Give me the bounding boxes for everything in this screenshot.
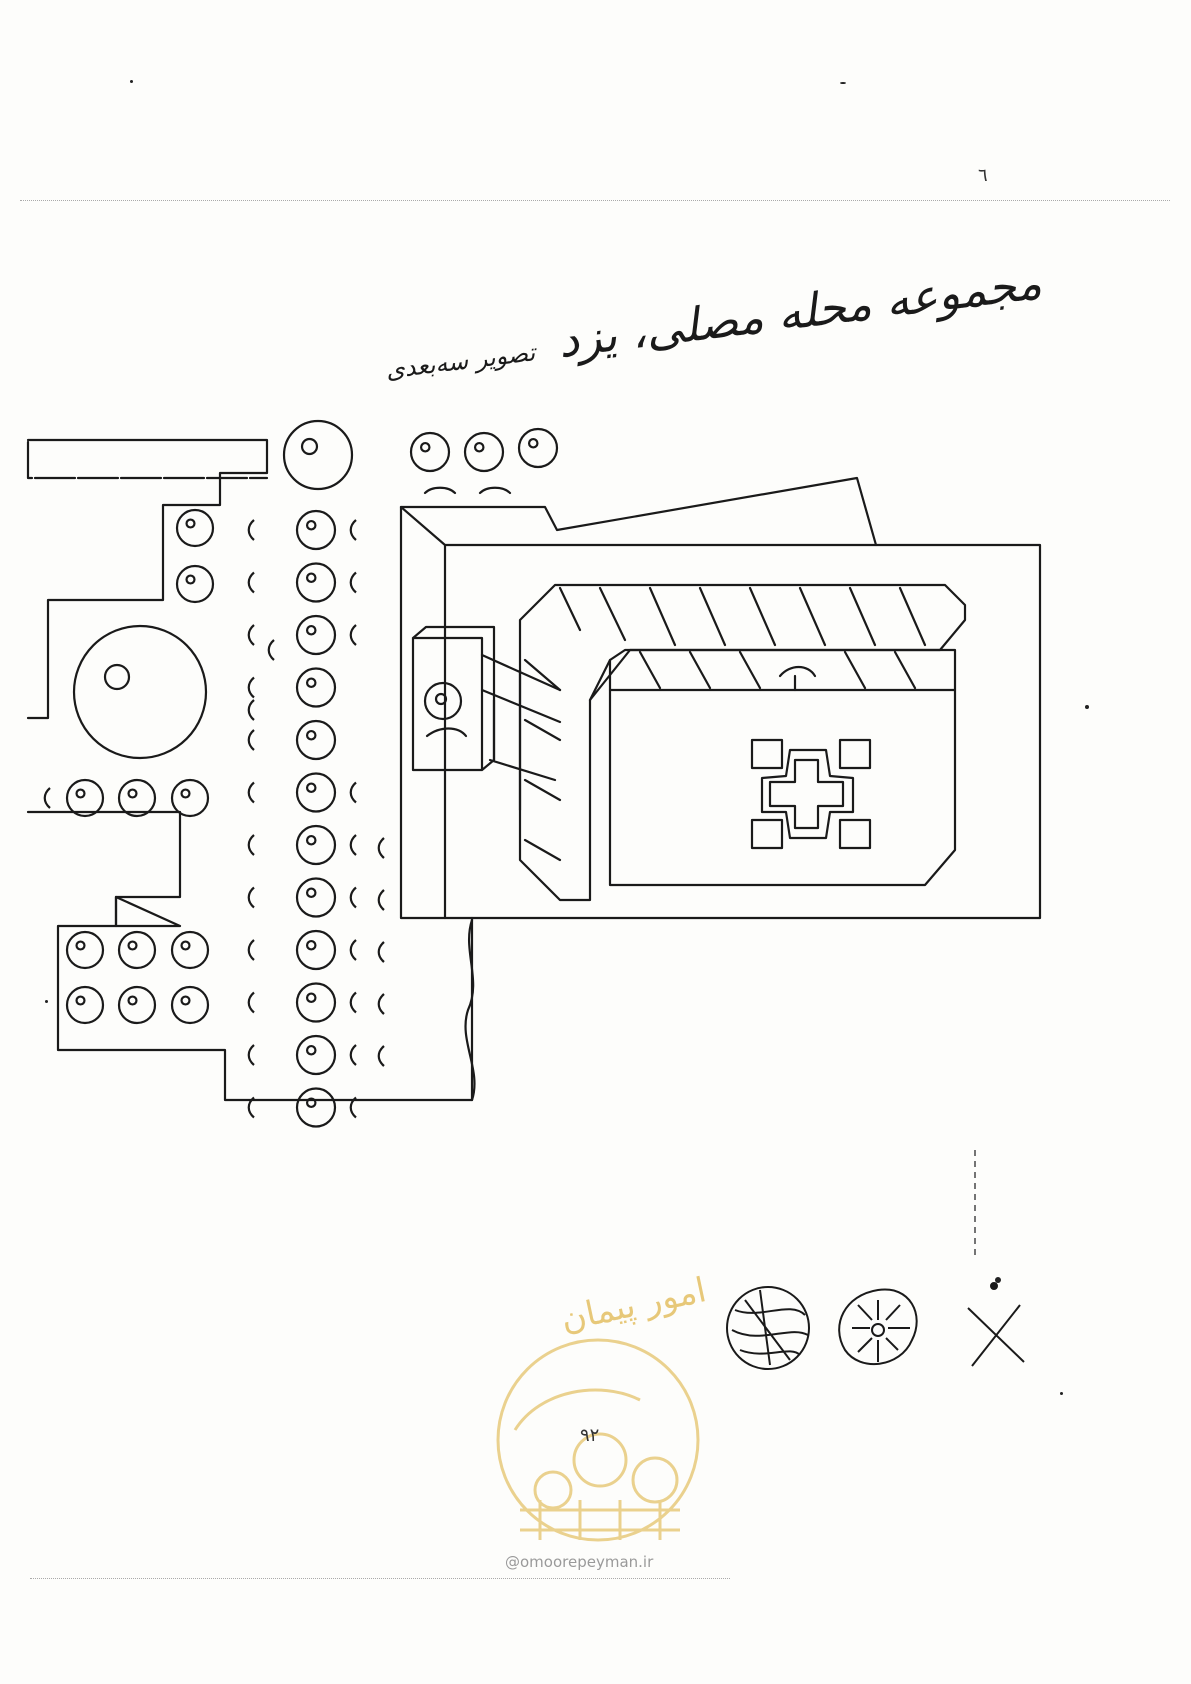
tree-section-icon bbox=[726, 1286, 810, 1370]
tree-symbol bbox=[117, 930, 157, 970]
tree-canopy-arc bbox=[247, 834, 255, 856]
tree-canopy-arc bbox=[377, 837, 385, 859]
gate-circle-inner bbox=[434, 692, 448, 706]
tree-canopy-arc bbox=[377, 993, 385, 1015]
tree-canopy-arc bbox=[247, 519, 255, 541]
courtyard-cross bbox=[768, 758, 845, 830]
watermark-seal bbox=[496, 1338, 700, 1542]
tree-canopy-arc bbox=[247, 886, 255, 909]
tree-symbol bbox=[65, 930, 105, 970]
tree-symbol bbox=[295, 614, 337, 656]
gate-arch bbox=[425, 727, 468, 738]
tree-canopy-arc bbox=[349, 1096, 357, 1119]
tree-symbol bbox=[65, 985, 105, 1025]
scan-speck bbox=[130, 80, 133, 83]
tree-symbol bbox=[409, 431, 451, 473]
watermark-url: @omoorepeyman.ir bbox=[505, 1553, 654, 1571]
outer-arcade bbox=[518, 583, 967, 902]
tree-canopy-arc bbox=[247, 1096, 255, 1119]
tree-canopy-arc bbox=[247, 781, 255, 804]
tree-symbol bbox=[117, 985, 157, 1025]
plan-strip-top-edge bbox=[26, 440, 269, 480]
plan-block-hatch bbox=[114, 895, 182, 928]
tree-symbol bbox=[65, 778, 105, 818]
outer-arcade-side bbox=[523, 658, 562, 862]
tree-canopy-arc bbox=[349, 886, 357, 909]
tree-symbol bbox=[295, 824, 337, 866]
scan-line-top bbox=[20, 200, 1170, 202]
tree-canopy-icon bbox=[838, 1288, 918, 1366]
tree-canopy-arc bbox=[43, 787, 51, 809]
scan-speck bbox=[45, 1000, 48, 1003]
tree-canopy-arc bbox=[247, 676, 255, 699]
cross-mark-icon bbox=[967, 1282, 1025, 1367]
tree-symbol bbox=[463, 431, 505, 473]
tree-canopy-arc bbox=[267, 639, 275, 661]
top-mark: ٦ bbox=[978, 165, 988, 186]
gate-block bbox=[411, 625, 496, 772]
tree-canopy-arc bbox=[349, 939, 357, 961]
tree-symbol bbox=[175, 564, 215, 604]
courtyard-cross-outline bbox=[760, 748, 855, 840]
courtyard-square-bl bbox=[750, 818, 784, 850]
tree-symbol bbox=[295, 1087, 337, 1128]
scan-speck bbox=[840, 82, 846, 84]
courtyard-square-tr bbox=[838, 738, 872, 770]
tree-canopy-arc bbox=[247, 571, 255, 594]
courtyard-square-br bbox=[838, 818, 872, 850]
plaza-circle bbox=[72, 624, 208, 760]
tree-symbol bbox=[295, 982, 337, 1023]
outer-arcade-hatching bbox=[558, 586, 927, 647]
scan-speck bbox=[995, 1277, 1001, 1283]
approach-arches bbox=[423, 486, 512, 495]
page-number: ۹۲ bbox=[580, 1425, 600, 1446]
tree-symbol bbox=[170, 778, 210, 818]
tree-symbol bbox=[295, 877, 337, 918]
scan-speck bbox=[1085, 705, 1089, 709]
building-enclosure-inner bbox=[399, 505, 878, 920]
tree-symbol bbox=[170, 985, 210, 1025]
tree-canopy-arc bbox=[247, 939, 255, 961]
tree-canopy-arc bbox=[247, 624, 255, 646]
plan-strip-top bbox=[26, 438, 269, 720]
gate-circle bbox=[423, 681, 463, 721]
tree-canopy-arc bbox=[349, 624, 357, 646]
tree-symbol bbox=[295, 929, 337, 971]
tree-symbol bbox=[295, 509, 337, 551]
tree-canopy-arc bbox=[349, 519, 357, 541]
tree-symbol bbox=[175, 508, 215, 548]
courtyard-building bbox=[608, 648, 957, 887]
tree-symbol bbox=[295, 562, 337, 603]
tree-symbol bbox=[282, 419, 354, 491]
tree-symbol bbox=[295, 667, 337, 708]
tree-canopy-arc bbox=[247, 991, 255, 1014]
tree-canopy-arc bbox=[377, 1045, 385, 1067]
tree-canopy-arc bbox=[349, 1044, 357, 1066]
tree-canopy-arc bbox=[247, 1044, 255, 1066]
tree-canopy-arc bbox=[349, 834, 357, 856]
tree-symbol bbox=[295, 1034, 337, 1076]
tree-canopy-arc bbox=[349, 781, 357, 804]
tree-canopy-arc bbox=[349, 571, 357, 594]
plan-edge-wavy bbox=[464, 918, 476, 1102]
tree-canopy-arc bbox=[377, 941, 385, 963]
tree-canopy-arc bbox=[247, 729, 255, 751]
courtyard-building-roof bbox=[588, 658, 957, 702]
scan-speck bbox=[1060, 1392, 1063, 1395]
tree-canopy-arc bbox=[349, 991, 357, 1014]
tree-symbol bbox=[170, 930, 210, 970]
tree-canopy-arc bbox=[247, 699, 255, 721]
tree-canopy-arc bbox=[377, 889, 385, 911]
plaza-inner-circle bbox=[103, 663, 131, 691]
tree-symbol bbox=[117, 778, 157, 818]
scan-line-bottom bbox=[30, 1578, 730, 1580]
tree-symbol bbox=[517, 427, 559, 469]
courtyard-top-arch bbox=[778, 665, 817, 692]
courtyard-square-tl bbox=[750, 738, 784, 770]
tree-symbol bbox=[295, 772, 337, 813]
tree-symbol bbox=[295, 719, 337, 761]
courtyard-roof-hatching bbox=[638, 650, 917, 690]
